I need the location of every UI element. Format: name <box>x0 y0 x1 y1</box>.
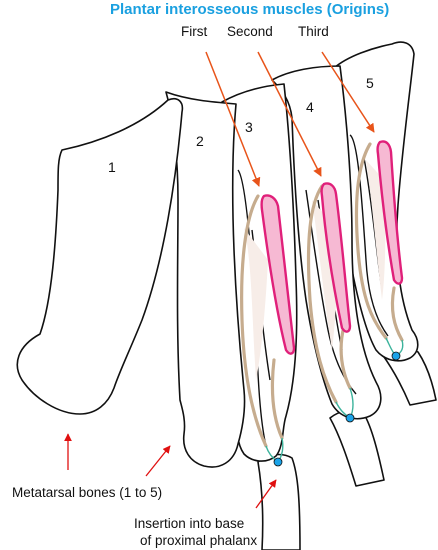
label-metatarsal-bones: Metatarsal bones (1 to 5) <box>12 485 162 500</box>
interosseous-space-3 <box>366 160 386 300</box>
origin-arrow-second <box>257 51 322 177</box>
tendon-2 <box>306 184 338 404</box>
metatarsal-1 <box>16 97 184 415</box>
label-insertion-line2: of proximal phalanx <box>140 533 257 548</box>
phalanx-4 <box>329 409 385 487</box>
insertion-dot-2 <box>345 413 355 423</box>
tendon-1 <box>240 194 268 448</box>
metatarsal-2 <box>165 91 246 468</box>
insertion-dot-3 <box>391 351 401 361</box>
label-second: Second <box>227 24 273 39</box>
muscle-first <box>260 194 296 355</box>
tendon-3 <box>354 142 388 340</box>
label-first: First <box>181 24 207 39</box>
bone-number-2: 2 <box>196 133 204 149</box>
origin-arrow-first <box>205 51 261 187</box>
pointer-arrow-insertion <box>255 479 277 509</box>
insertion-dot-1 <box>273 457 283 467</box>
phalanx-3 <box>257 453 301 550</box>
interosseous-space-1 <box>244 228 268 380</box>
label-insertion-line1: Insertion into base <box>134 516 244 531</box>
diagram-title: Plantar interosseous muscles (Origins) <box>110 1 389 18</box>
bone-number-5: 5 <box>366 75 374 91</box>
muscle-second <box>320 182 352 333</box>
pointer-arrow-metatarsal-2 <box>145 445 171 477</box>
label-third: Third <box>298 24 329 39</box>
muscle-third <box>376 140 404 285</box>
bone-number-1: 1 <box>108 159 116 175</box>
bone-number-3: 3 <box>245 119 253 135</box>
origin-arrow-third <box>321 51 375 133</box>
bone-number-4: 4 <box>306 99 314 115</box>
